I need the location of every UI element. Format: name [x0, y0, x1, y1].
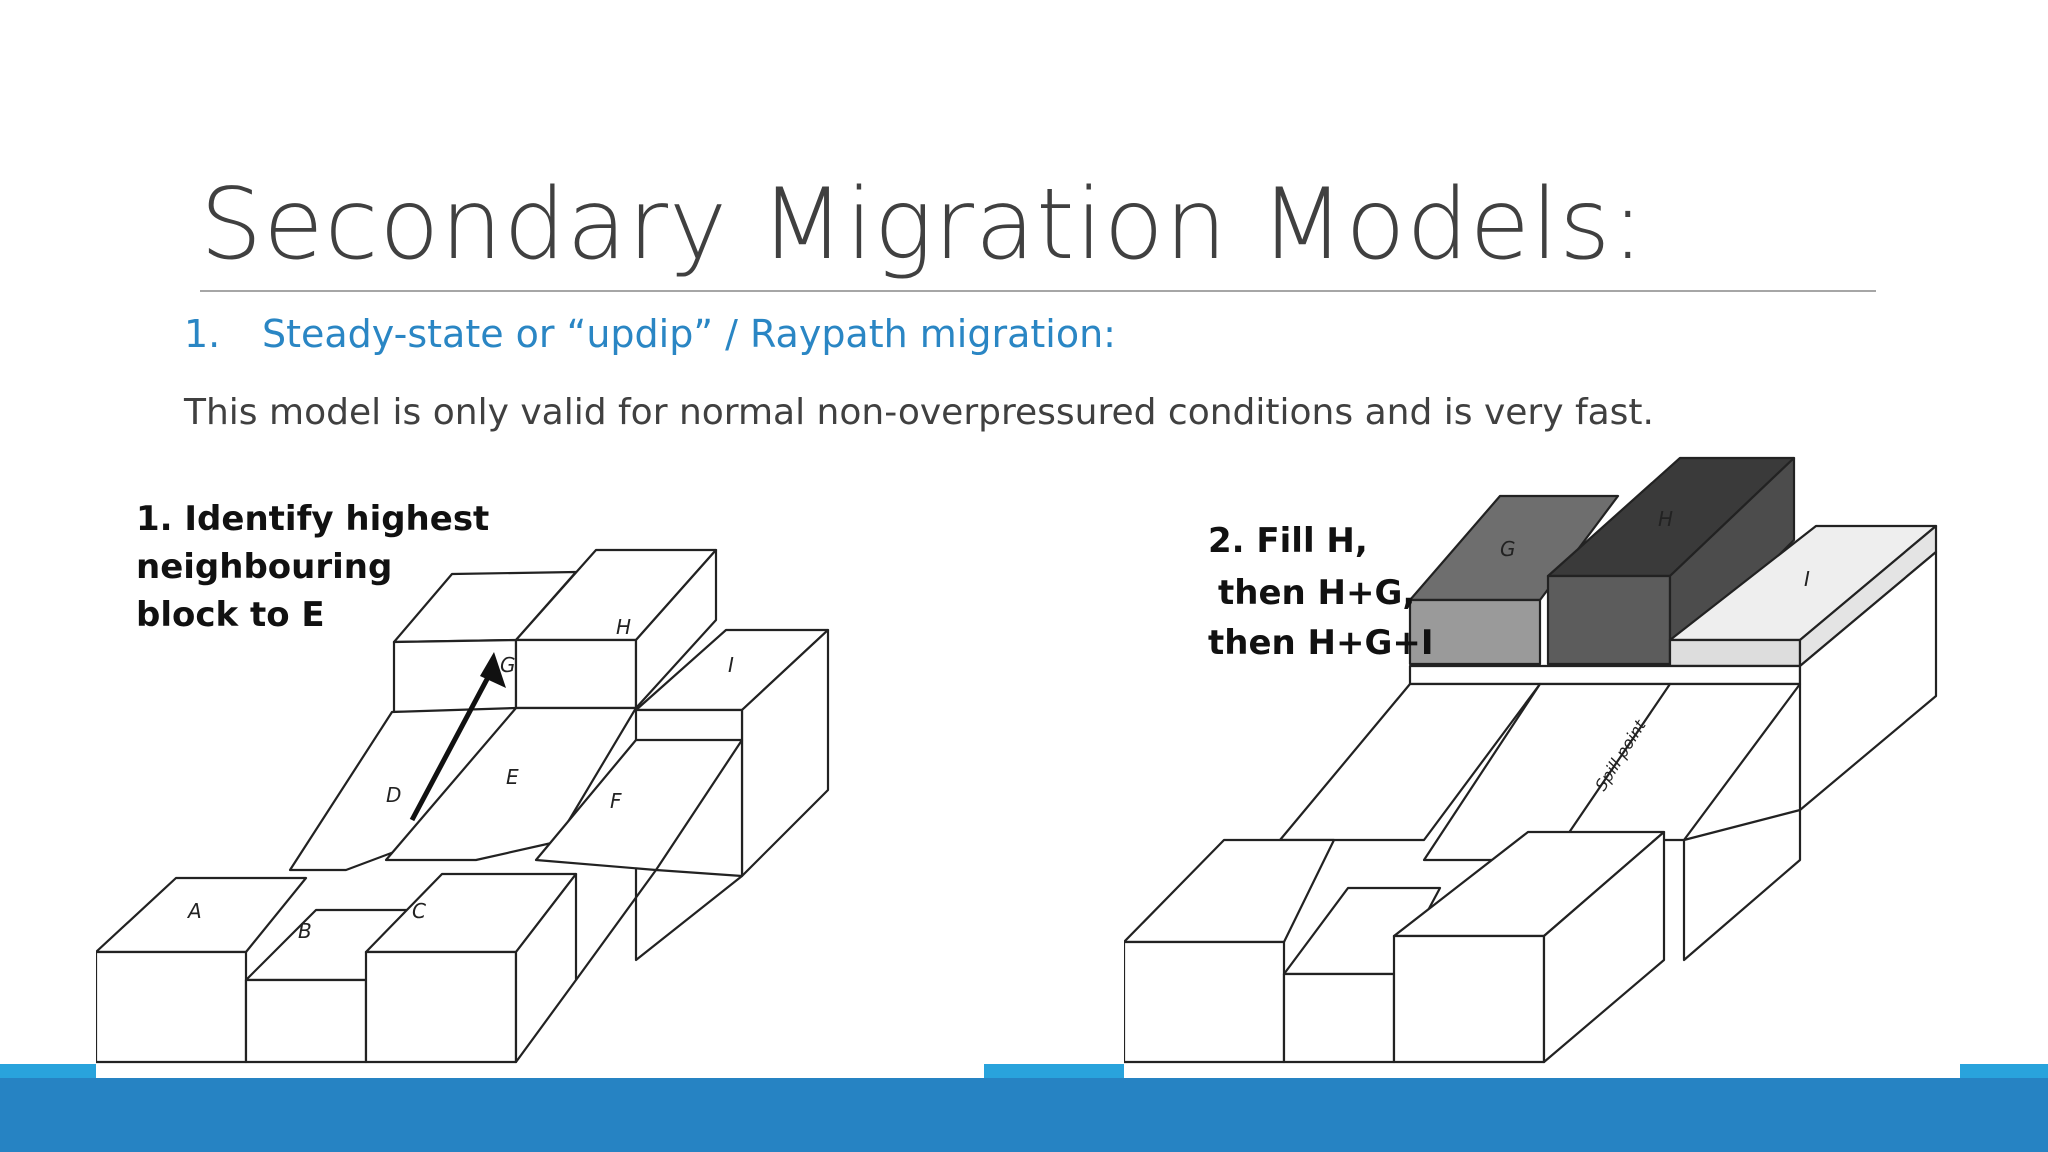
- numbered-list-item: 1. Steady-state or “updip” / Raypath migr…: [184, 312, 1116, 356]
- caption-line-3: block to E: [136, 595, 325, 635]
- block-diagram-identify: G H I D E F A B C 1. Identify highest ne…: [96, 440, 996, 1080]
- migration-arrow: [409, 664, 497, 822]
- caption-line-1: 1. Identify highest: [136, 499, 489, 539]
- block-diagram-right-svg: G H I Spill point 2. Fill H, then H+G, t…: [1124, 456, 1938, 1064]
- label-g: G: [500, 653, 516, 677]
- arrow-head-icon: [480, 652, 506, 688]
- footer-bar: [0, 1078, 2048, 1152]
- label-i: I: [728, 653, 734, 677]
- body-text: This model is only valid for normal non-…: [184, 392, 1654, 433]
- label-h: H: [616, 615, 631, 639]
- caption-line-3: then H+G+I: [1208, 623, 1434, 663]
- block-e-top: [384, 706, 638, 862]
- caption-line-2: neighbouring: [136, 547, 392, 587]
- label-e: E: [506, 765, 519, 789]
- block-diagram-left-svg: G H I D E F A B C 1. Identify highest ne…: [96, 499, 830, 1064]
- footer-accent-left: [0, 1064, 96, 1078]
- label-d: D: [386, 783, 401, 807]
- slide-title: Secondary Migration Models:: [200, 168, 1646, 282]
- list-text: Steady-state or “updip” / Raypath migrat…: [262, 312, 1116, 356]
- label-h: H: [1658, 507, 1673, 531]
- label-c: C: [412, 899, 426, 923]
- block-f-top: [534, 738, 744, 872]
- label-g: G: [1500, 537, 1516, 561]
- label-a: A: [186, 899, 202, 923]
- list-number: 1.: [184, 312, 221, 356]
- footer-accent-middle: [984, 1064, 1124, 1078]
- block-diagram-fill: G H I Spill point 2. Fill H, then H+G, t…: [1124, 440, 1980, 1080]
- label-f: F: [610, 789, 622, 813]
- label-b: B: [298, 919, 312, 943]
- footer-accent-right: [1960, 1064, 2048, 1078]
- caption-line-2: then H+G,: [1218, 573, 1415, 613]
- label-i: I: [1804, 567, 1810, 591]
- title-divider: [200, 290, 1876, 292]
- caption-line-1: 2. Fill H,: [1208, 521, 1368, 561]
